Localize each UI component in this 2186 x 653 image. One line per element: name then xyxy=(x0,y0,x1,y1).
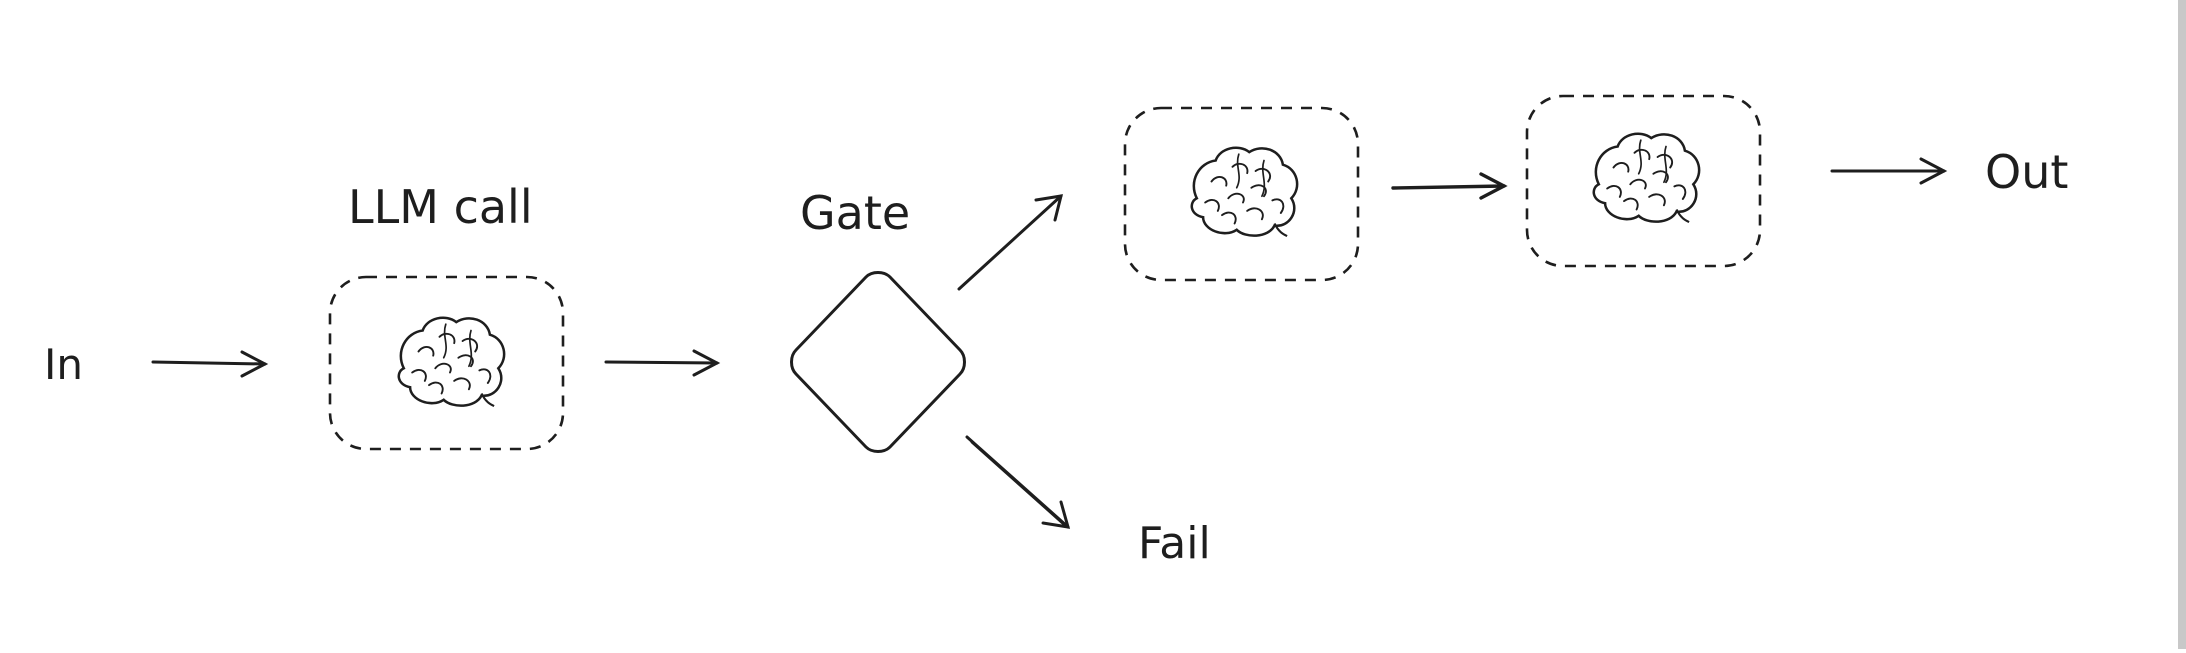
input-label: In xyxy=(44,340,84,389)
llm-call-node[interactable] xyxy=(328,275,565,451)
vertical-scrollbar[interactable] xyxy=(2178,0,2186,649)
arrow-llm-to-gate xyxy=(604,349,721,377)
brain-icon xyxy=(1592,132,1701,224)
arrow-in-to-llm xyxy=(151,350,269,378)
arrow-step3-to-out xyxy=(1830,157,1948,185)
arrow-step2-to-step3 xyxy=(1391,172,1508,200)
gate-label: Gate xyxy=(800,186,911,240)
llm-step-3-node[interactable] xyxy=(1525,94,1762,268)
brain-icon xyxy=(397,316,506,408)
brain-icon xyxy=(1190,146,1299,238)
llm-call-label: LLM call xyxy=(348,180,533,234)
gate-node[interactable] xyxy=(790,271,966,453)
arrow-gate-to-fail xyxy=(965,435,1071,529)
llm-step-2-node[interactable] xyxy=(1123,106,1360,282)
arrow-gate-to-pass xyxy=(957,194,1064,291)
output-label: Out xyxy=(1985,145,2069,199)
fail-label: Fail xyxy=(1138,518,1211,569)
